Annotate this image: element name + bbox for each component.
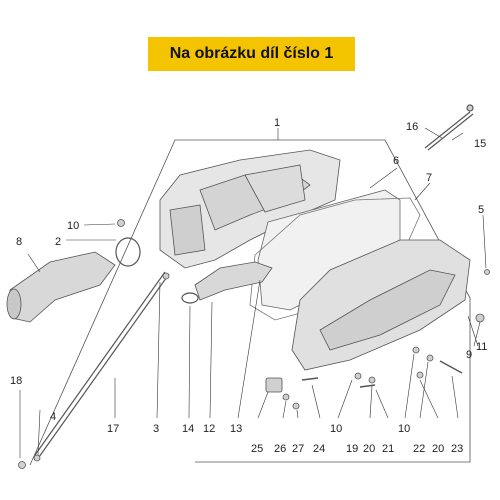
callout-5: 5	[478, 204, 484, 216]
washer-part-26	[282, 393, 290, 401]
clip-part-11	[475, 313, 485, 323]
callout-21: 21	[382, 443, 394, 455]
title-banner: Na obrázku díl číslo 1	[148, 37, 355, 71]
callout-10c: 10	[398, 423, 410, 435]
title-banner-text: Na obrázku díl číslo 1	[169, 45, 334, 62]
drain-tube-part-17	[34, 271, 170, 458]
nut-part-10a	[117, 219, 125, 227]
callout-1: 1	[274, 117, 280, 129]
washer-part-10b	[354, 372, 362, 380]
callout-25: 25	[251, 443, 263, 455]
callout-12: 12	[203, 423, 215, 435]
callout-13: 13	[230, 423, 242, 435]
callout-4: 4	[50, 411, 56, 423]
filter-housing-part-1	[159, 149, 341, 269]
washer-part-20a	[368, 376, 376, 384]
callout-24: 24	[313, 443, 325, 455]
callout-14: 14	[182, 423, 194, 435]
bolt-part-23	[439, 360, 463, 374]
callout-27: 27	[292, 443, 304, 455]
bolt-part-24	[301, 377, 319, 381]
gasket-part-7	[249, 197, 421, 321]
hose-clamp-part-2	[115, 237, 141, 267]
washer-part-10c	[412, 346, 420, 354]
callout-labels: 1 2 3 4 5 6 7 8 9 10 10 10 11 12 13 14 1…	[10, 117, 487, 455]
bracket-part-25	[265, 377, 283, 393]
bracket-part-16	[424, 104, 474, 151]
washer-part-20b	[416, 371, 424, 379]
intake-duct-part-8	[6, 251, 116, 323]
callout-17: 17	[107, 423, 119, 435]
callout-22: 22	[413, 443, 425, 455]
callout-20a: 20	[363, 443, 375, 455]
callout-23: 23	[451, 443, 463, 455]
small-fasteners	[18, 219, 490, 469]
callout-26: 26	[274, 443, 286, 455]
callout-6: 6	[393, 155, 399, 167]
leader-lines	[19, 127, 487, 458]
callout-9: 9	[466, 349, 472, 361]
bolt-part-21	[359, 384, 376, 388]
connecting-hose-part-12	[194, 261, 273, 301]
hose-clamp-part-14	[181, 292, 199, 304]
bolts	[301, 360, 463, 388]
screw-part-3	[162, 272, 170, 280]
callout-7: 7	[426, 172, 432, 184]
callout-11: 11	[476, 341, 487, 353]
screw-part-5	[484, 269, 490, 275]
callout-3: 3	[153, 423, 159, 435]
callout-10b: 10	[330, 423, 342, 435]
clip-part-4	[33, 454, 41, 462]
callout-19: 19	[346, 443, 358, 455]
callout-16: 16	[406, 121, 418, 133]
washer-part-22	[426, 354, 434, 362]
callout-18: 18	[10, 375, 22, 387]
callout-2: 2	[55, 236, 61, 248]
callout-15: 15	[474, 138, 486, 150]
callout-8: 8	[16, 236, 22, 248]
assembly-frame	[29, 139, 471, 466]
washer-part-27	[292, 402, 300, 410]
callout-20b: 20	[432, 443, 444, 455]
clip-part-18	[18, 461, 26, 469]
callout-10a: 10	[67, 220, 79, 232]
filter-cover-part-5	[291, 239, 471, 371]
